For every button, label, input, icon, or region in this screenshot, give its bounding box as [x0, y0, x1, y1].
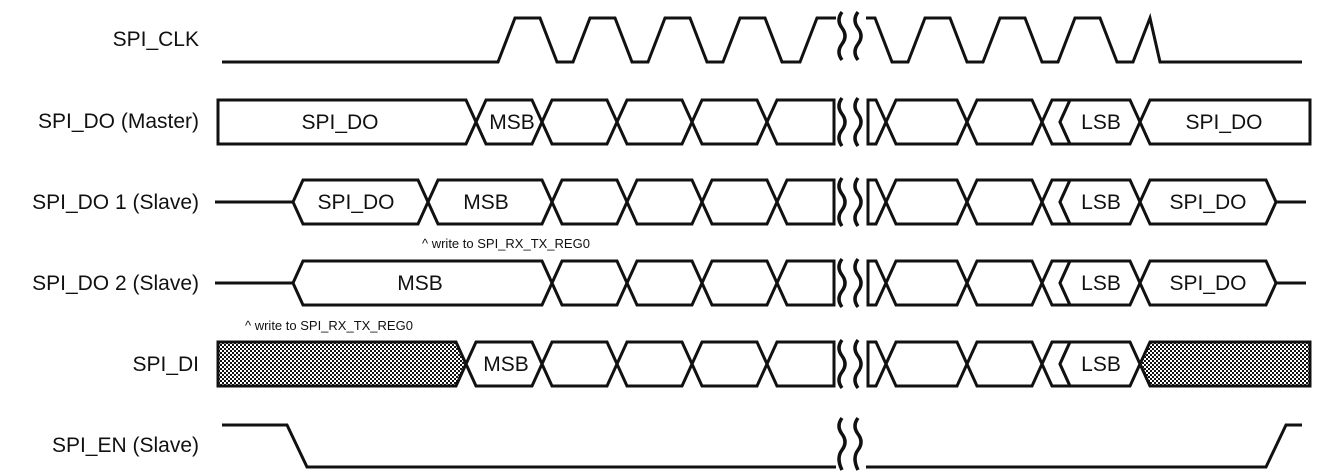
spi-do-master-first-label: SPI_DO: [301, 111, 378, 134]
spi-do-slave1-last-label: SPI_DO: [1169, 191, 1246, 214]
spi-do-slave2-msb-label: MSB: [397, 272, 443, 295]
spi-di-msb-label: MSB: [483, 353, 529, 376]
spi-do-slave1-first-label: SPI_DO: [317, 191, 394, 214]
spi-clk-waveform: [222, 12, 1302, 64]
signal-label-spi-do-master: SPI_DO (Master): [38, 110, 199, 133]
signal-label-spi-en: SPI_EN (Slave): [52, 434, 199, 457]
signal-label-spi-do-slave2: SPI_DO 2 (Slave): [32, 272, 199, 295]
signal-label-spi-do-slave1: SPI_DO 1 (Slave): [32, 191, 199, 214]
spi-do-master-last-label: SPI_DO: [1185, 111, 1262, 134]
spi-do-slave1-bus: [215, 178, 1306, 226]
slave2-write-note: ^ write to SPI_RX_TX_REG0: [245, 318, 413, 333]
signal-label-spi-clk: SPI_CLK: [113, 28, 199, 51]
spi-do-slave2-last-label: SPI_DO: [1169, 272, 1246, 295]
spi-do-master-lsb-label: LSB: [1081, 111, 1121, 134]
signal-label-spi-di: SPI_DI: [132, 353, 199, 376]
spi-do-slave1-lsb-label: LSB: [1081, 191, 1121, 214]
spi-do-master-bus: [216, 98, 1312, 146]
spi-do-slave2-lsb-label: LSB: [1081, 272, 1121, 295]
time-break-markers: [836, 8, 866, 472]
slave1-write-note: ^ write to SPI_RX_TX_REG0: [422, 236, 590, 251]
spi-en-waveform: [222, 423, 1302, 469]
spi-do-slave1-msb-label: MSB: [463, 191, 509, 214]
spi-di-lsb-label: LSB: [1081, 353, 1121, 376]
spi-do-slave2-bus: [215, 259, 1306, 307]
spi-do-master-msb-label: MSB: [489, 111, 535, 134]
spi-di-bus: [216, 340, 1312, 388]
